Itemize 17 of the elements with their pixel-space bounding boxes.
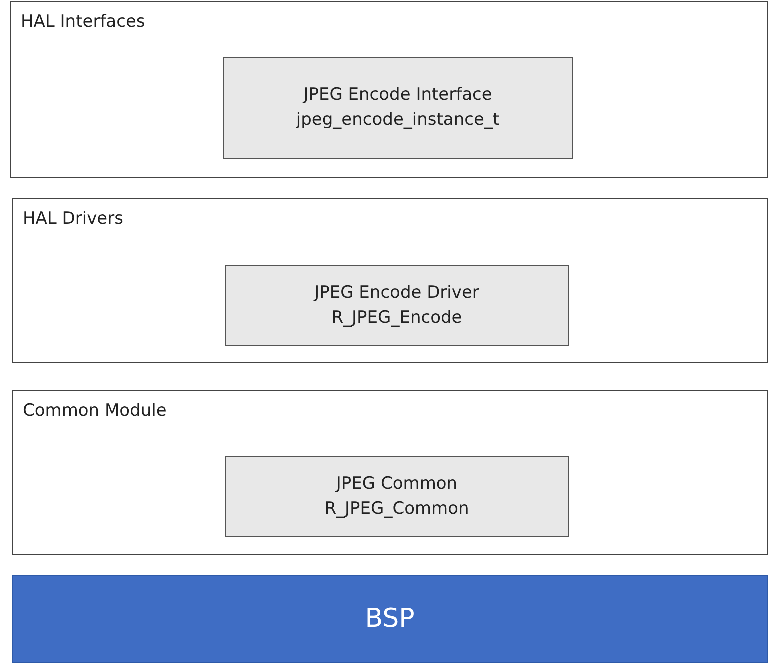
layer-title: HAL Interfaces xyxy=(21,12,146,32)
module-box xyxy=(223,57,573,159)
module-name: JPEG Encode Interface xyxy=(304,84,492,108)
module-name: JPEG Encode Driver xyxy=(314,282,480,305)
layer-panel xyxy=(12,390,768,555)
module-code-name: R_JPEG_Encode xyxy=(332,306,462,330)
layer-title: Common Module xyxy=(23,401,167,421)
module-code-name: jpeg_encode_instance_t xyxy=(296,109,500,132)
module-box xyxy=(225,456,569,537)
layer-panel xyxy=(10,1,768,178)
module-box xyxy=(225,265,569,346)
layer-panel xyxy=(12,198,768,363)
module-code-name: R_JPEG_Common xyxy=(324,498,470,520)
module-name: JPEG Common xyxy=(336,472,458,496)
bsp-bar xyxy=(12,575,768,663)
bsp-label: BSP xyxy=(365,604,415,634)
layer-title: HAL Drivers xyxy=(23,209,124,229)
